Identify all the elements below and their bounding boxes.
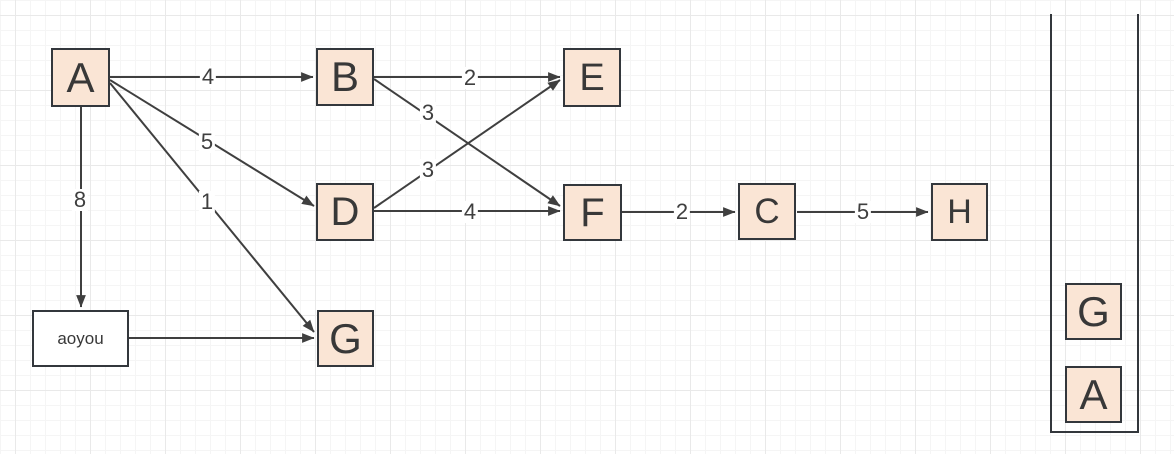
- edge-d-e[interactable]: [373, 79, 561, 209]
- edge-weight-a-b[interactable]: 4: [199, 64, 217, 89]
- edge-weight-a-aoyou[interactable]: 8: [71, 187, 89, 212]
- node-g[interactable]: G: [317, 310, 374, 367]
- edge-weight-b-f[interactable]: 3: [419, 100, 437, 125]
- edge-weight-a-g[interactable]: 1: [198, 189, 216, 214]
- edge-b-f[interactable]: [373, 78, 561, 207]
- node-g2[interactable]: G: [1065, 283, 1122, 340]
- node-a2[interactable]: A: [1065, 366, 1122, 423]
- edge-weight-f-c[interactable]: 2: [673, 199, 691, 224]
- edge-weight-a-d[interactable]: 5: [198, 129, 216, 154]
- edge-weight-b-e[interactable]: 2: [461, 65, 479, 90]
- node-d[interactable]: D: [316, 183, 374, 241]
- node-c[interactable]: C: [738, 183, 796, 240]
- node-aoyou[interactable]: aoyou: [32, 310, 129, 367]
- node-a[interactable]: A: [51, 48, 110, 107]
- node-b[interactable]: B: [316, 48, 374, 106]
- node-e[interactable]: E: [563, 48, 621, 107]
- node-f[interactable]: F: [563, 184, 622, 241]
- node-h[interactable]: H: [931, 183, 988, 241]
- edge-weight-d-e[interactable]: 3: [419, 157, 437, 182]
- stack-container[interactable]: [1050, 14, 1139, 433]
- edge-weight-d-f[interactable]: 4: [461, 199, 479, 224]
- edge-weight-c-h[interactable]: 5: [854, 199, 872, 224]
